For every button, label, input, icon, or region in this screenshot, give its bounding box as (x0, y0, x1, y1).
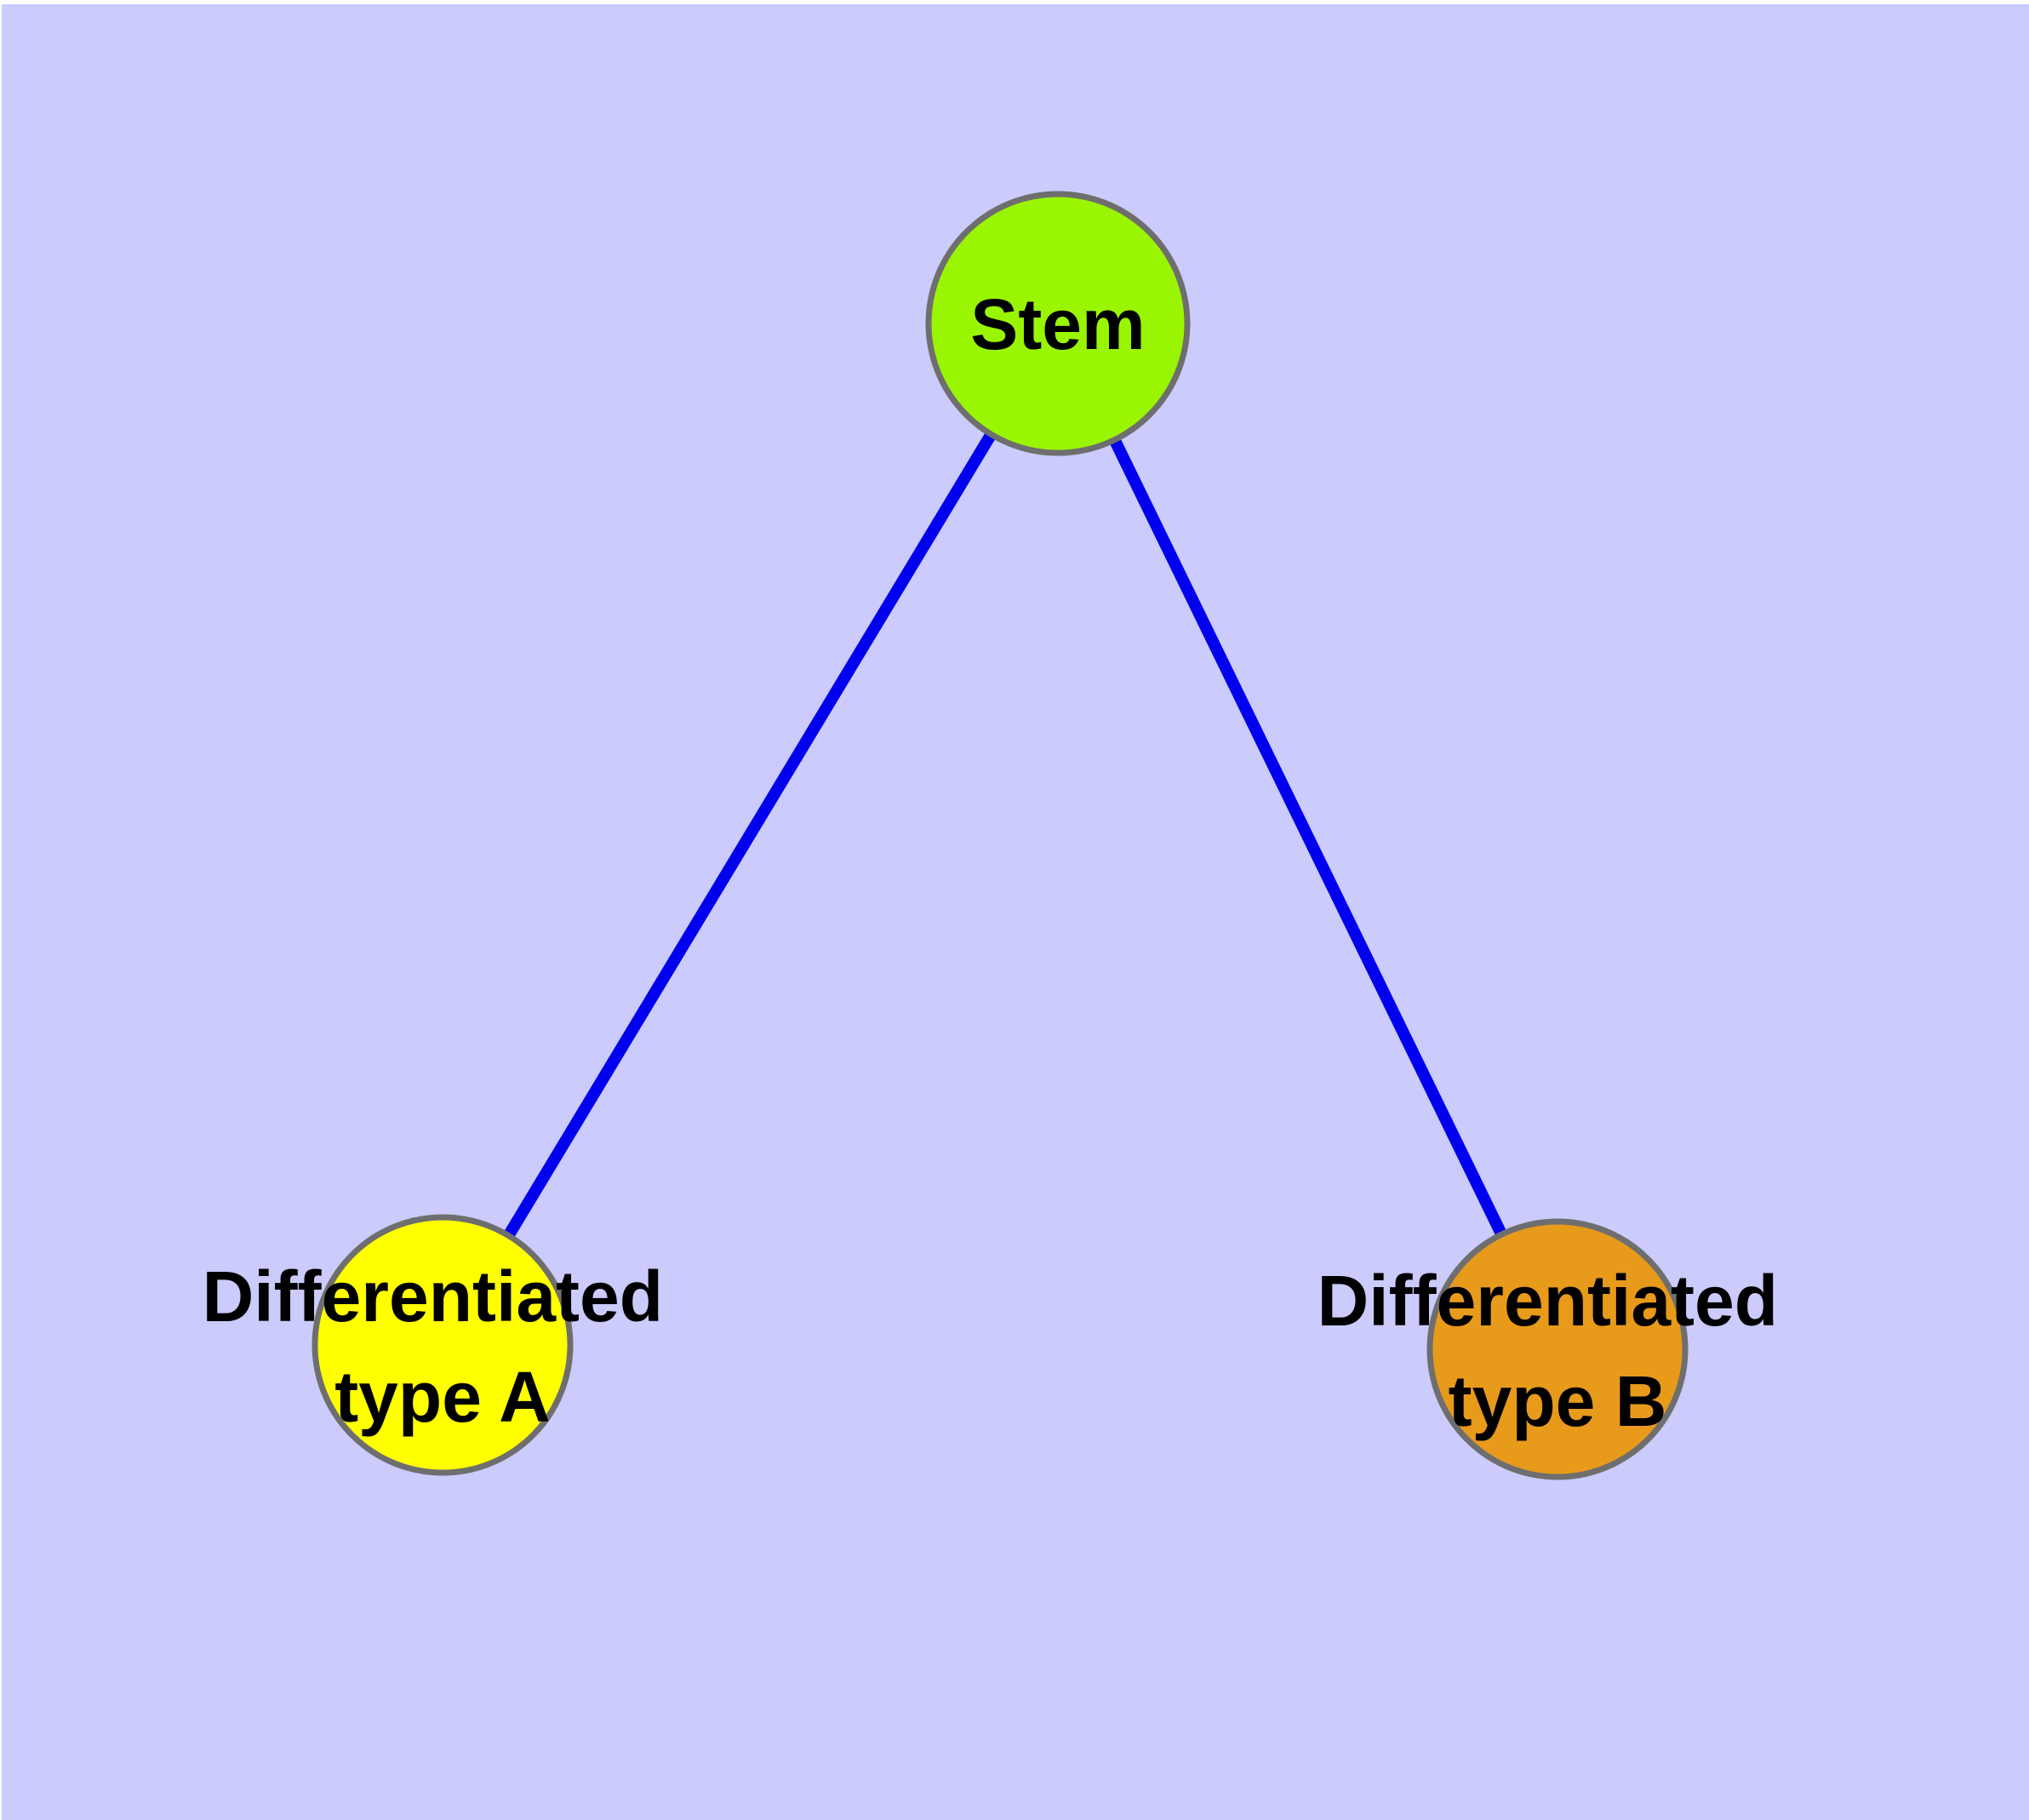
node-stem-circle (925, 191, 1191, 456)
node-stem-label: Stem (970, 284, 1145, 364)
node-type-b-label-line-1: Differentiated (1317, 1261, 1778, 1341)
edges (437, 320, 1563, 1353)
edge-stem-to-type-b (1052, 320, 1563, 1353)
node-type-a-circle (311, 1214, 574, 1476)
edge-stem-to-type-a (437, 320, 1063, 1348)
node-differentiated-type-a: Differentiated type A (203, 1214, 683, 1476)
node-type-a-label-line-1: Differentiated (203, 1256, 663, 1336)
node-stem: Stem (925, 191, 1191, 456)
node-type-a-label-line-2: type A (334, 1357, 551, 1437)
node-type-b-label-line-2: type B (1449, 1361, 1667, 1441)
node-type-b-label: Differentiated type B (1317, 1261, 1798, 1441)
node-type-b-circle (1426, 1218, 1689, 1480)
node-type-a-label: Differentiated type A (203, 1256, 683, 1437)
node-differentiated-type-b: Differentiated type B (1317, 1218, 1798, 1480)
